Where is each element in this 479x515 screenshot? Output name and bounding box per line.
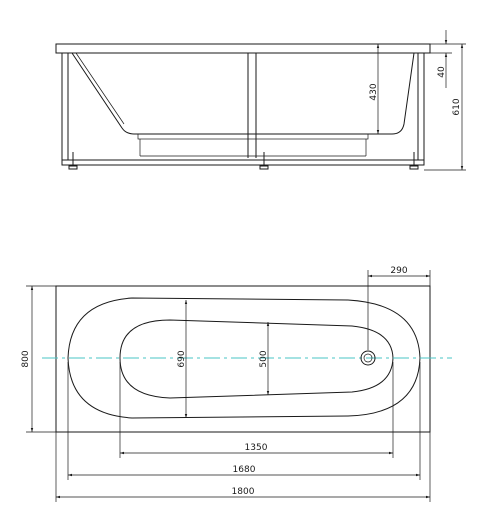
top-inner-basin <box>67 297 421 419</box>
top-overall-length-label: 1800 <box>232 487 255 497</box>
side-rim-label: 40 <box>437 66 447 78</box>
top-inner-length-label: 1680 <box>233 465 256 475</box>
top-drain-offset-label: 290 <box>390 266 407 276</box>
top-view: 800 690 500 290 1350 1680 1800 <box>21 266 452 502</box>
side-rim <box>55 43 431 54</box>
side-height-label: 610 <box>452 98 462 115</box>
side-basin-profile <box>71 52 415 135</box>
side-depth-label: 430 <box>369 83 379 100</box>
side-foot-left <box>68 152 78 170</box>
side-foot-right <box>409 152 419 170</box>
side-view: 430 40 610 <box>55 30 466 171</box>
drain-icon <box>360 350 376 366</box>
side-panel <box>61 52 425 166</box>
top-basin-bottom <box>119 319 394 399</box>
side-foot-middle <box>259 152 269 170</box>
top-bottom-width-label: 500 <box>259 350 269 367</box>
top-width-label: 800 <box>21 350 31 367</box>
top-inner-width-label: 690 <box>177 350 187 367</box>
top-outer-outline <box>55 285 431 433</box>
top-bottom-length-label: 1350 <box>245 443 268 453</box>
